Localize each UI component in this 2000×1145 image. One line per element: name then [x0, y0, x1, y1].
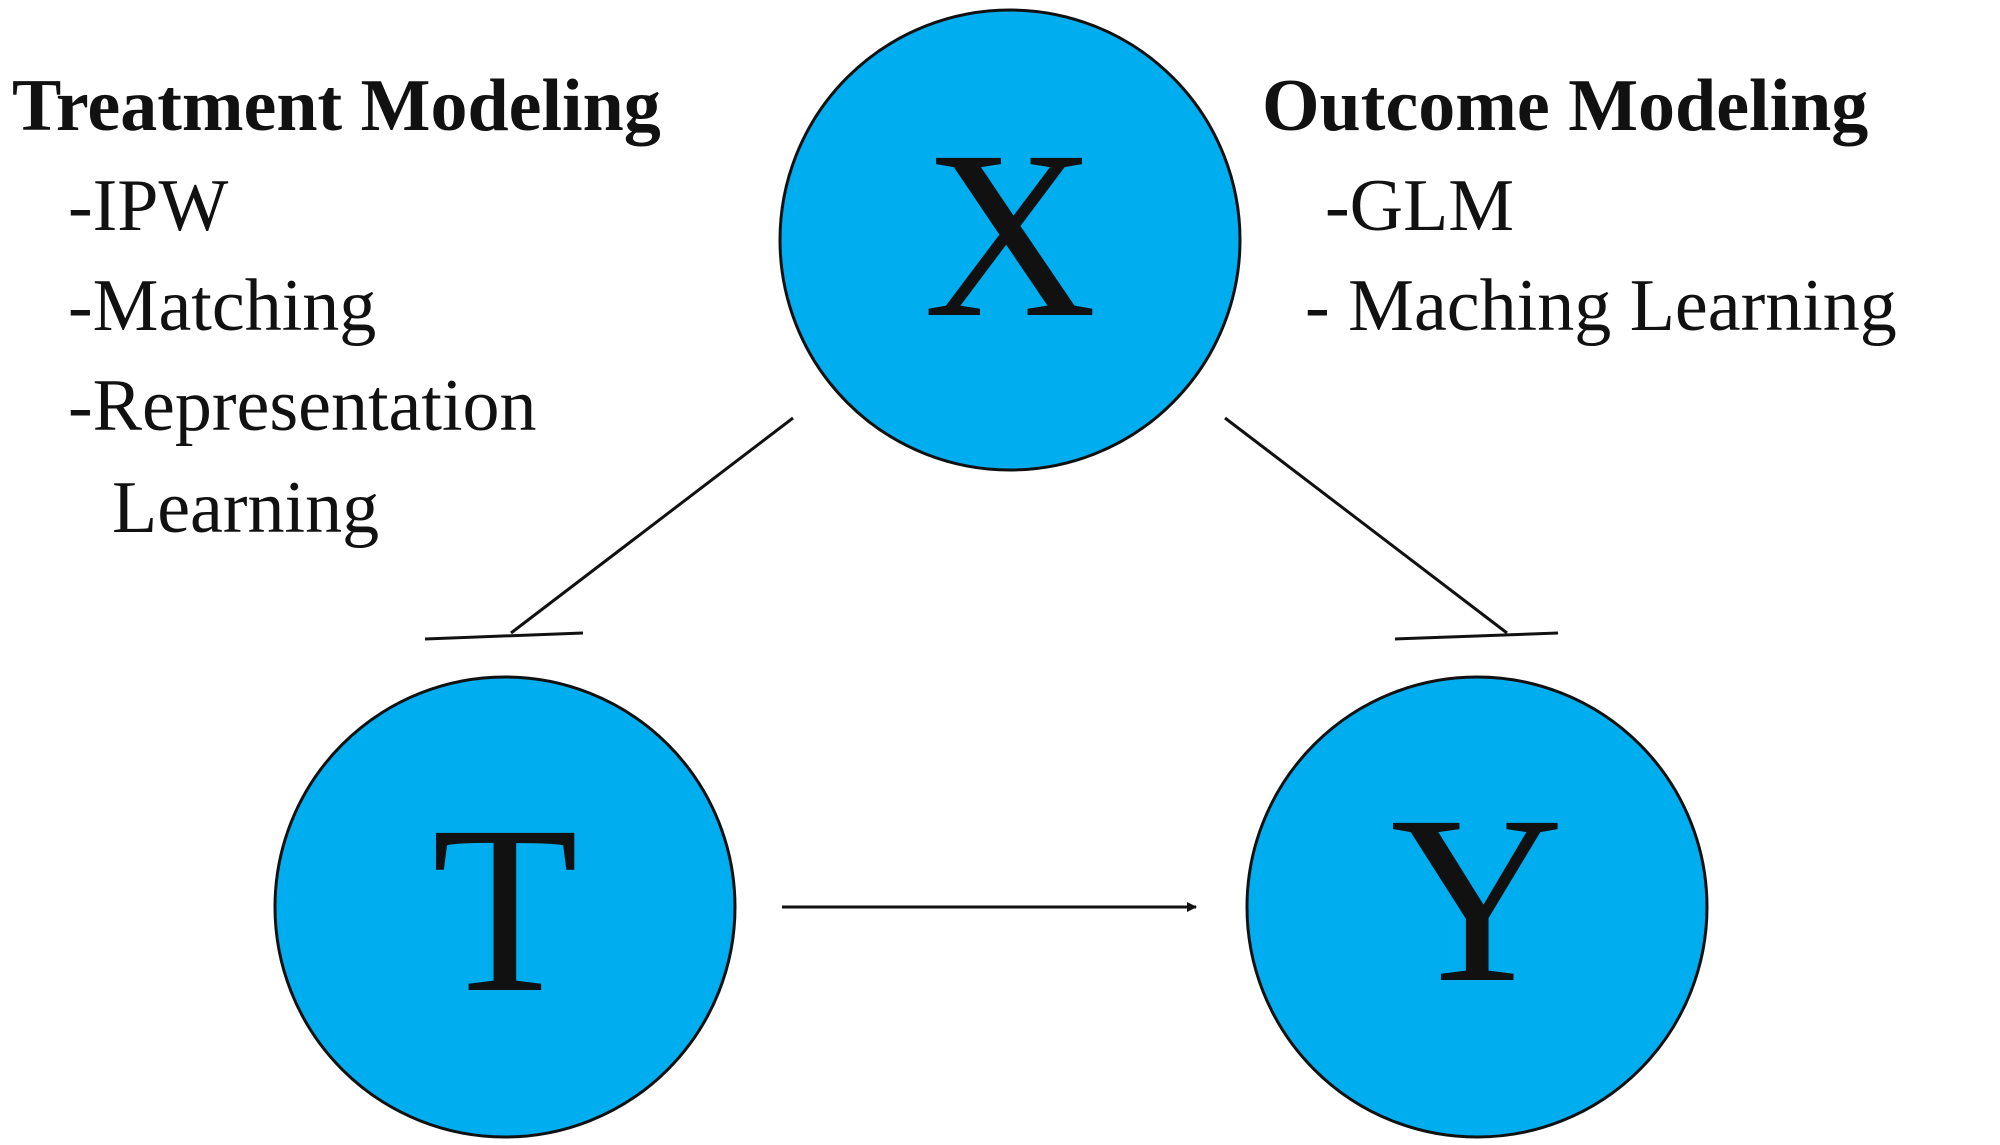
outcome-item-glm: -GLM — [1325, 165, 1514, 247]
node-y-circle — [1245, 675, 1709, 1139]
treatment-item-ipw: -IPW — [68, 165, 228, 247]
outcome-modeling-block: Outcome Modeling -GLM - Maching Learning — [1262, 65, 1897, 347]
edge-x-t-line — [510, 416, 794, 635]
treatment-item-representation: -Representation — [68, 365, 537, 447]
node-t-label: T — [432, 776, 579, 1042]
edge-x-to-t — [424, 416, 794, 641]
node-x: X — [778, 8, 1242, 472]
edge-x-to-y — [1224, 416, 1559, 641]
treatment-modeling-title: Treatment Modeling — [12, 65, 661, 147]
outcome-item-maching-learning: - Maching Learning — [1305, 265, 1897, 347]
node-t: T — [273, 675, 737, 1139]
edge-x-y-blocker-bar — [1394, 631, 1559, 641]
outcome-modeling-title: Outcome Modeling — [1262, 65, 1868, 147]
treatment-item-learning: Learning — [112, 467, 379, 549]
edge-x-t-blocker-bar — [424, 631, 584, 641]
treatment-modeling-block: Treatment Modeling -IPW -Matching -Repre… — [12, 65, 661, 549]
node-y: Y — [1245, 675, 1709, 1139]
edge-x-y-line — [1224, 416, 1508, 635]
node-x-circle — [778, 8, 1242, 472]
node-t-circle — [273, 675, 737, 1139]
treatment-item-matching: -Matching — [68, 265, 376, 347]
node-x-label: X — [923, 101, 1096, 367]
node-y-label: Y — [1390, 766, 1563, 1032]
